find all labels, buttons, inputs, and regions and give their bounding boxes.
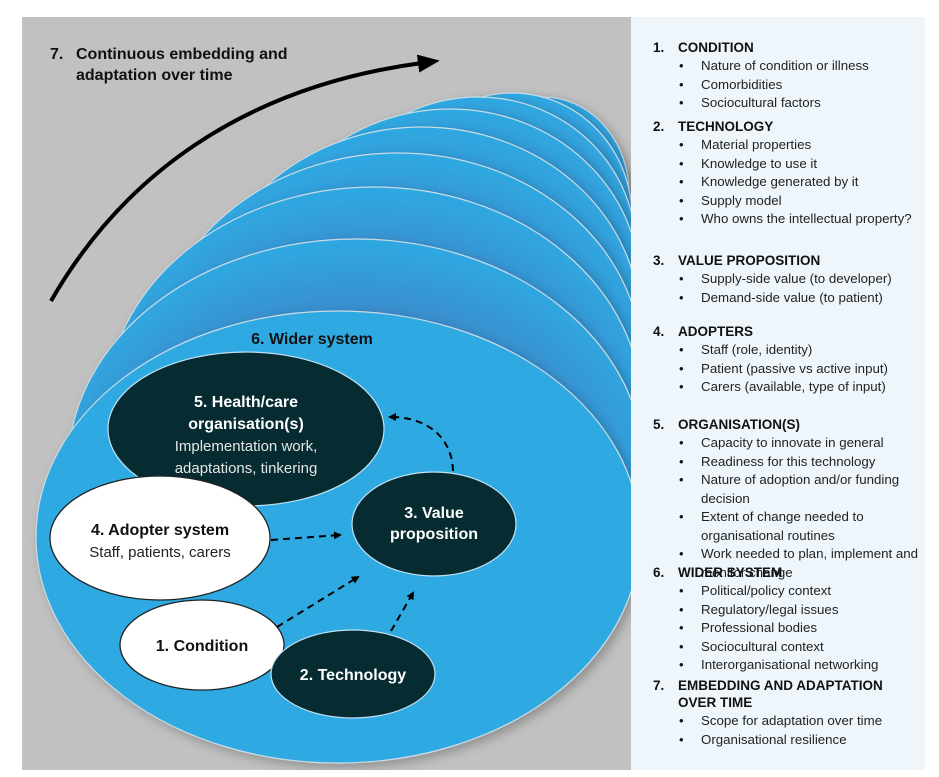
legend-bullet-item: Professional bodies bbox=[653, 619, 923, 638]
legend-bullet-item: Readiness for this technology bbox=[653, 453, 923, 472]
legend-section-title: EMBEDDING AND ADAPTATION OVER TIME bbox=[678, 678, 883, 710]
legend-section: 5. ORGANISATION(S) Capacity to innovate in… bbox=[653, 416, 923, 582]
legend-bullet-list: Nature of condition or illnessComorbidit… bbox=[653, 57, 923, 113]
legend-section-heading: 1. CONDITION bbox=[653, 39, 923, 56]
legend-bullet-item: Material properties bbox=[653, 136, 923, 155]
legend-section-heading: 6. WIDER SYSTEM bbox=[653, 564, 923, 581]
legend-bullet-list: Political/policy contextRegulatory/legal… bbox=[653, 582, 923, 675]
legend-bullet-item: Organisational resilience bbox=[653, 731, 923, 750]
technology-title: 2. Technology bbox=[300, 667, 406, 684]
node-value-proposition[interactable]: 3. Value proposition bbox=[351, 471, 517, 577]
legend-section: 4. ADOPTERS Staff (role, identity)Patient … bbox=[653, 323, 923, 397]
legend-section: 1. CONDITION Nature of condition or illnes… bbox=[653, 39, 923, 113]
legend-bullet-item: Knowledge to use it bbox=[653, 155, 923, 174]
legend-section-title: WIDER SYSTEM bbox=[678, 565, 783, 580]
legend-bullet-list: Scope for adaptation over timeOrganisati… bbox=[653, 712, 923, 749]
legend-section-heading: 5. ORGANISATION(S) bbox=[653, 416, 923, 433]
legend-bullet-item: Patient (passive vs active input) bbox=[653, 360, 923, 379]
legend-section: 2.TECHNOLOGYMaterial propertiesKnowledge… bbox=[653, 118, 923, 229]
value-title-2: proposition bbox=[390, 526, 478, 543]
legend-bullet-item: Regulatory/legal issues bbox=[653, 601, 923, 620]
organisation-title-2: organisation(s) bbox=[188, 416, 304, 433]
legend-bullet-item: Scope for adaptation over time bbox=[653, 712, 923, 731]
time-label-line-2: adaptation over time bbox=[76, 67, 233, 84]
legend-bullet-list: Capacity to innovate in generalReadiness… bbox=[653, 434, 923, 582]
legend-section: 7.EMBEDDING AND ADAPTATION OVER TIMEScop… bbox=[653, 677, 923, 749]
legend-section-number: 7. bbox=[653, 678, 665, 693]
condition-title: 1. Condition bbox=[156, 638, 248, 655]
arrow-condition-to-value bbox=[276, 575, 360, 628]
legend-bullet-item: Interorganisational networking bbox=[653, 656, 923, 675]
diagram-canvas: 7. Continuous embedding and adaptation o… bbox=[35, 46, 631, 764]
legend-bullet-item: Political/policy context bbox=[653, 582, 923, 601]
legend-bullet-list: Supply-side value (to developer)Demand-s… bbox=[653, 270, 923, 307]
legend-bullet-item: Sociocultural factors bbox=[653, 94, 923, 113]
value-title-1: 3. Value bbox=[404, 505, 464, 522]
organisation-title-1: 5. Health/care bbox=[194, 394, 298, 411]
legend-section-title: VALUE PROPOSITION bbox=[678, 253, 821, 268]
wider-system-label: 6. Wider system bbox=[251, 331, 373, 348]
time-label-line-1: Continuous embedding and bbox=[76, 46, 288, 63]
legend-bullet-item: Who owns the intellectual property? bbox=[653, 210, 923, 229]
legend-section: 3. VALUE PROPOSITION Supply-side value (to… bbox=[653, 252, 923, 307]
legend-section-title: CONDITION bbox=[678, 40, 754, 55]
legend-section-number: 5. bbox=[653, 417, 665, 432]
legend-section-heading: 4. ADOPTERS bbox=[653, 323, 923, 340]
legend-section-heading: 2. TECHNOLOGY bbox=[653, 118, 923, 135]
organisation-subtitle-2: adaptations, tinkering bbox=[175, 460, 318, 477]
legend-section-number: 1. bbox=[653, 40, 665, 55]
legend-bullet-item: Sociocultural context bbox=[653, 638, 923, 657]
legend-bullet-item: Capacity to innovate in general bbox=[653, 434, 923, 453]
legend-bullet-item: Demand-side value (to patient) bbox=[653, 289, 923, 308]
legend-bullet-item: Carers (available, type of input) bbox=[653, 378, 923, 397]
legend-section-title: ORGANISATION(S) bbox=[678, 417, 800, 432]
adopter-subtitle: Staff, patients, carers bbox=[89, 544, 230, 561]
legend-bullet-item: Supply-side value (to developer) bbox=[653, 270, 923, 289]
node-adopter-system[interactable]: 4. Adopter system Staff, patients, carer… bbox=[49, 475, 271, 601]
legend-bullet-item: Extent of change needed to organisationa… bbox=[653, 508, 923, 545]
legend-bullet-item: Work needed to plan, implement and monit… bbox=[653, 545, 923, 582]
legend-panel: 1. CONDITION Nature of condition or illnes… bbox=[631, 17, 925, 770]
legend-section: 6. WIDER SYSTEM Political/policy contextRe… bbox=[653, 564, 923, 675]
legend-bullet-item: Supply model bbox=[653, 192, 923, 211]
legend-bullet-item: Nature of condition or illness bbox=[653, 57, 923, 76]
time-arrow bbox=[49, 54, 440, 302]
legend-section-heading: 3. VALUE PROPOSITION bbox=[653, 252, 923, 269]
legend-bullet-item: Staff (role, identity) bbox=[653, 341, 923, 360]
legend-section-heading: 7. EMBEDDING AND ADAPTATION OVER TIME bbox=[653, 677, 923, 711]
legend-section-number: 4. bbox=[653, 324, 665, 339]
legend-bullet-item: Nature of adoption and/or funding decisi… bbox=[653, 471, 923, 508]
legend-section-title: ADOPTERS bbox=[678, 324, 754, 339]
legend-bullet-list: Material propertiesKnowledge to use itKn… bbox=[653, 136, 923, 229]
legend-section-number: 2. bbox=[653, 119, 665, 134]
adopter-title: 4. Adopter system bbox=[91, 522, 229, 539]
node-condition[interactable]: 1. Condition bbox=[119, 599, 285, 691]
node-organisation[interactable]: 5. Health/care organisation(s) Implement… bbox=[107, 351, 385, 507]
legend-section-number: 6. bbox=[653, 565, 665, 580]
legend-bullet-list: Staff (role, identity)Patient (passive v… bbox=[653, 341, 923, 397]
node-technology[interactable]: 2. Technology bbox=[270, 629, 436, 719]
time-label-number: 7. bbox=[50, 46, 63, 63]
legend-bullet-item: Comorbidities bbox=[653, 76, 923, 95]
organisation-subtitle-1: Implementation work, bbox=[175, 438, 318, 455]
diagram-panel: 7. Continuous embedding and adaptation o… bbox=[22, 17, 631, 770]
arrow-technology-to-value bbox=[390, 591, 415, 632]
legend-bullet-item: Knowledge generated by it bbox=[653, 173, 923, 192]
legend-section-number: 3. bbox=[653, 253, 665, 268]
legend-section-title: TECHNOLOGY bbox=[678, 119, 774, 134]
